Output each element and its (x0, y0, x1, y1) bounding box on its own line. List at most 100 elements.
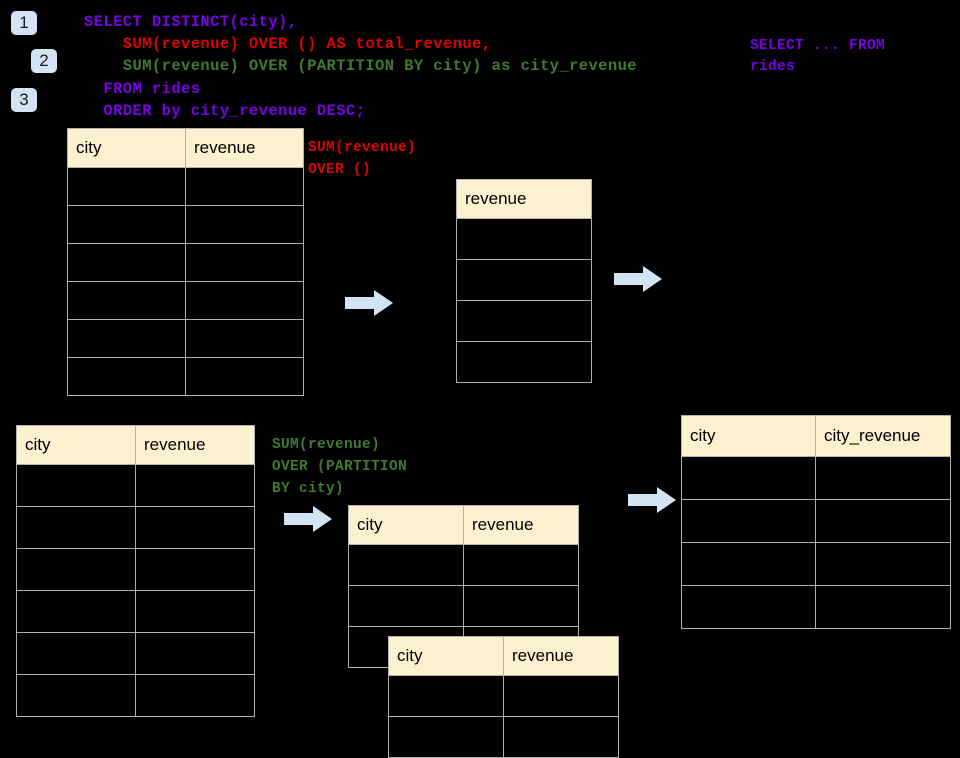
annotation-select-from-rides: SELECT ... FROM rides (750, 38, 886, 75)
cell-city-revenue (815, 585, 951, 629)
cell-city (348, 585, 464, 627)
table-row (456, 259, 592, 301)
cell-city (67, 205, 186, 244)
cell-revenue (463, 585, 579, 627)
table-row (67, 167, 304, 206)
cell-city (67, 319, 186, 358)
table-header-row: city revenue (388, 636, 619, 676)
cell-city (16, 464, 136, 507)
column-header-city: city (16, 425, 136, 465)
cell-city (67, 167, 186, 206)
cell-city (388, 675, 504, 717)
column-header-city: city (388, 636, 504, 676)
table-header-row: city revenue (67, 128, 304, 168)
cell-city (67, 357, 186, 396)
column-header-city: city (681, 415, 816, 457)
step-badge-3: 3 (11, 88, 37, 112)
cell-revenue (185, 205, 304, 244)
cell-city-revenue (815, 542, 951, 586)
cell-revenue (503, 675, 619, 717)
column-header-city: city (348, 505, 464, 545)
cell-city (681, 585, 816, 629)
sql-line-order-by: ORDER by city_revenue DESC; (84, 102, 366, 120)
cell-city (388, 716, 504, 758)
annotation-over-empty: SUM(revenue) OVER () (308, 140, 417, 178)
cell-revenue (456, 341, 592, 383)
arrow-partition-to-result (628, 487, 676, 513)
sql-line-from-rides: FROM rides (84, 80, 201, 98)
cell-city (681, 456, 816, 500)
table-row (388, 716, 619, 758)
cell-city (16, 506, 136, 549)
cell-revenue (135, 506, 255, 549)
annotation-over-partition: SUM(revenue) OVER (PARTITION BY city) (272, 437, 408, 497)
cell-city (681, 542, 816, 586)
table-header-row: city revenue (16, 425, 255, 465)
table-row (681, 542, 951, 586)
arrow-total-to-result (614, 266, 662, 292)
column-header-revenue: revenue (185, 128, 304, 168)
arrow-source-to-total (345, 290, 393, 316)
cell-city (16, 590, 136, 633)
cell-revenue (185, 357, 304, 396)
cell-revenue (135, 590, 255, 633)
cell-city (16, 548, 136, 591)
column-header-city-revenue: city_revenue (815, 415, 951, 457)
column-header-revenue: revenue (135, 425, 255, 465)
cell-city (16, 674, 136, 717)
table-row (67, 281, 304, 320)
table-row (67, 319, 304, 358)
cell-revenue (503, 716, 619, 758)
cell-revenue (185, 281, 304, 320)
total-revenue-table: revenue (456, 179, 592, 383)
table-row (16, 548, 255, 591)
cell-revenue (185, 167, 304, 206)
table-row (348, 585, 579, 627)
cell-city-revenue (815, 499, 951, 543)
sql-line-select-distinct: SELECT DISTINCT(city), (84, 13, 298, 31)
table-row (681, 456, 951, 500)
table-row (456, 341, 592, 383)
table-row (16, 506, 255, 549)
rides-source-table-top: city revenue (67, 128, 304, 396)
column-header-city: city (67, 128, 186, 168)
diagram-canvas: 1 2 3 SELECT DISTINCT(city), SUM(revenue… (11, 11, 951, 758)
column-header-revenue: revenue (503, 636, 619, 676)
cell-revenue (135, 632, 255, 675)
table-row (16, 674, 255, 717)
cell-city (16, 632, 136, 675)
table-row (67, 205, 304, 244)
table-header-row: city revenue (348, 505, 579, 545)
column-header-revenue: revenue (456, 179, 592, 219)
table-row (67, 357, 304, 396)
cell-revenue (456, 300, 592, 342)
sql-line-sum-over-empty: SUM(revenue) OVER () AS total_revenue, (84, 35, 492, 53)
table-row (16, 632, 255, 675)
rides-source-table-bottom: city revenue (16, 425, 255, 717)
cell-revenue (456, 218, 592, 260)
cell-city (67, 243, 186, 282)
cell-revenue (463, 544, 579, 586)
cell-city-revenue (815, 456, 951, 500)
table-row (16, 464, 255, 507)
cell-city (681, 499, 816, 543)
column-header-revenue: revenue (463, 505, 579, 545)
cell-revenue (135, 548, 255, 591)
table-row (67, 243, 304, 282)
city-revenue-result-table: city city_revenue (681, 415, 951, 629)
cell-revenue (456, 259, 592, 301)
table-row (388, 675, 619, 717)
step-badge-1: 1 (11, 11, 37, 35)
table-row (348, 544, 579, 586)
table-row (16, 590, 255, 633)
table-row (456, 218, 592, 260)
cell-revenue (185, 319, 304, 358)
cell-city (67, 281, 186, 320)
cell-revenue (135, 464, 255, 507)
table-row (681, 499, 951, 543)
sql-line-sum-over-partition: SUM(revenue) OVER (PARTITION BY city) as… (84, 57, 637, 75)
partition-group-table-front: city revenue (388, 636, 619, 758)
table-row (681, 585, 951, 629)
arrow-source-to-partition (284, 506, 332, 532)
table-header-row: city city_revenue (681, 415, 951, 457)
